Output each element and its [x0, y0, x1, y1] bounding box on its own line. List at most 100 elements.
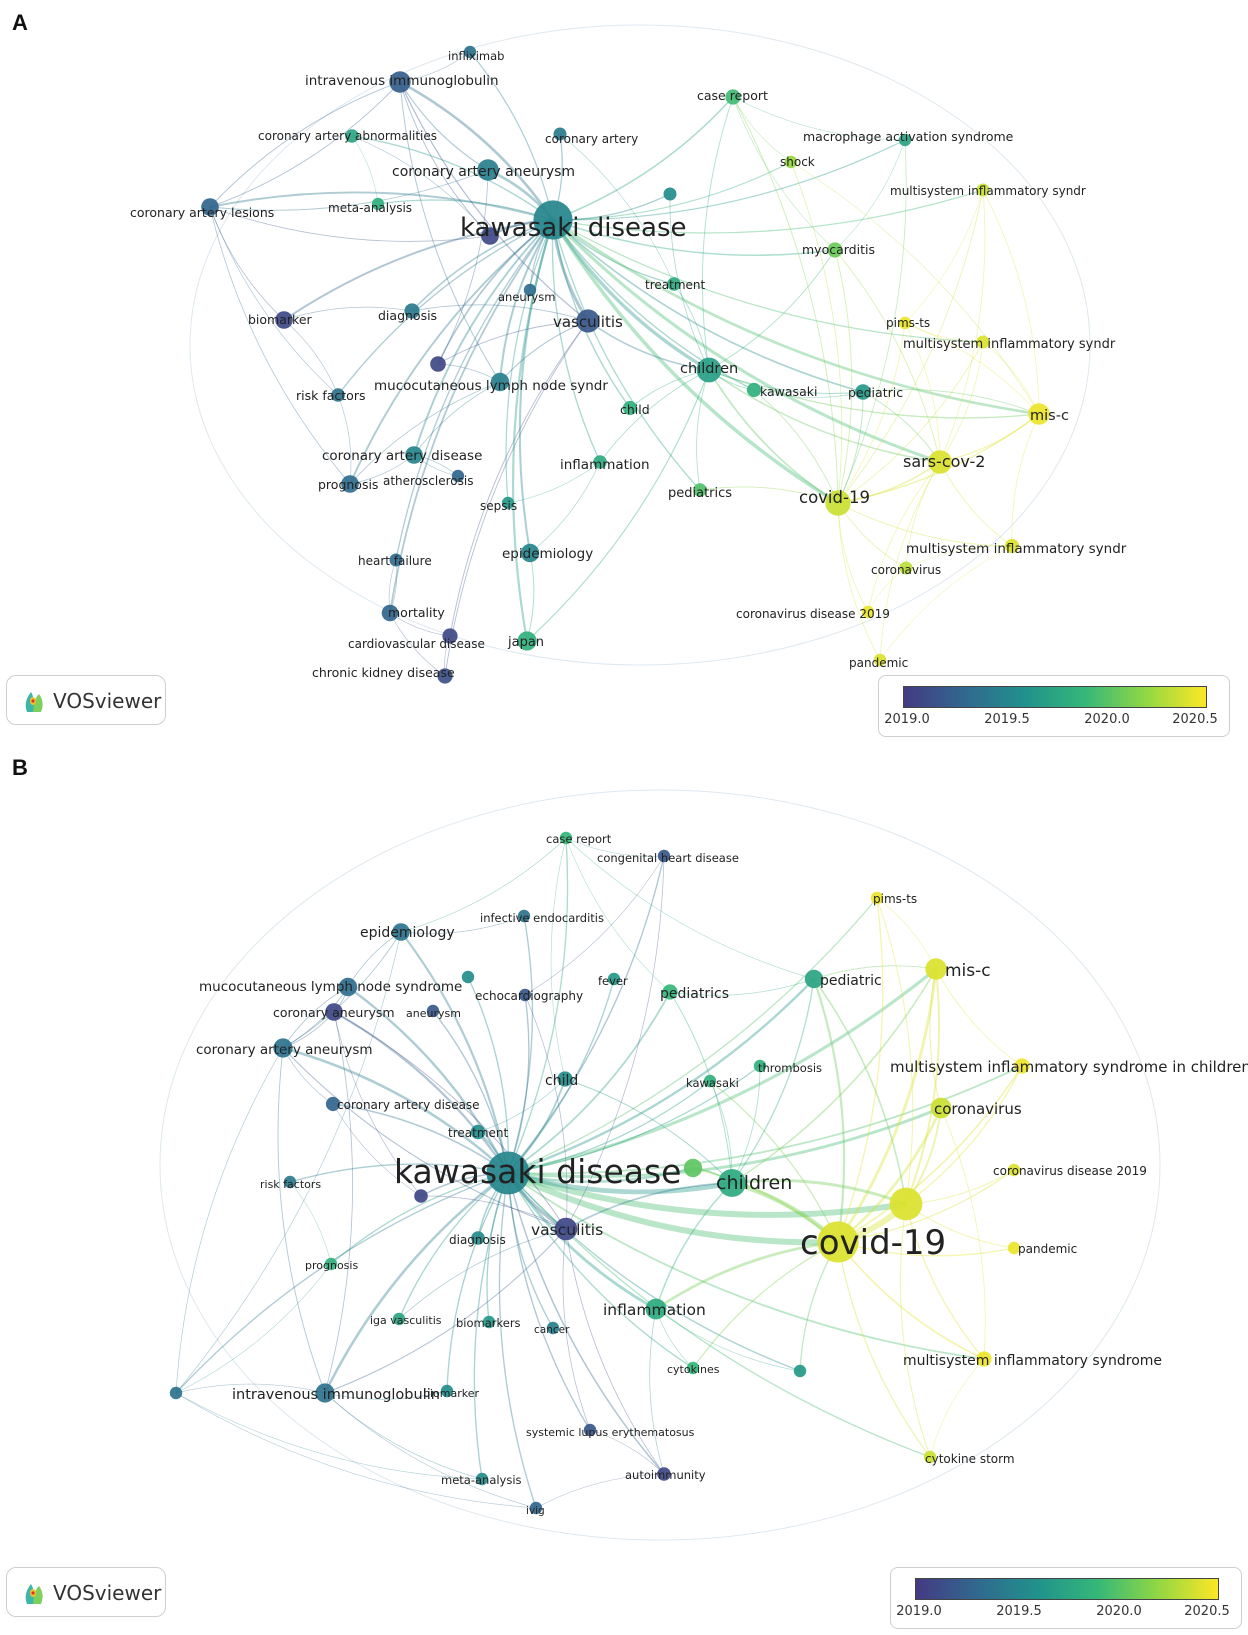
node-thromb[interactable]: [753, 1059, 767, 1073]
node-misc[interactable]: [925, 958, 947, 980]
node-japan[interactable]: [517, 631, 537, 651]
node-peds[interactable]: [662, 984, 678, 1000]
node-sars[interactable]: [928, 450, 952, 474]
node-label: cytokine storm: [925, 1452, 1015, 1466]
node-cvd[interactable]: [442, 628, 458, 644]
node-peds[interactable]: [693, 483, 707, 497]
node-coran[interactable]: [325, 1003, 343, 1021]
node-child[interactable]: [622, 400, 638, 416]
node-infl[interactable]: [645, 1298, 667, 1320]
node-pediatric[interactable]: [855, 384, 871, 400]
node-mas[interactable]: [898, 133, 912, 147]
node-mis2[interactable]: [976, 335, 990, 349]
node-ivig2[interactable]: [529, 1501, 543, 1515]
node-children[interactable]: [718, 1169, 746, 1197]
node-ckd[interactable]: [437, 668, 453, 684]
node-caab[interactable]: [345, 129, 359, 143]
node-echo[interactable]: [518, 988, 532, 1002]
node-mort[interactable]: [381, 604, 399, 622]
node-biomk[interactable]: [482, 1315, 496, 1329]
node-mlns[interactable]: [338, 977, 358, 997]
node-mis[interactable]: [976, 1351, 992, 1367]
node-epid[interactable]: [392, 923, 410, 941]
node-mis_ch[interactable]: [1014, 1058, 1030, 1074]
node-pandemic[interactable]: [873, 653, 887, 667]
node-corona[interactable]: [899, 561, 913, 575]
node-risk[interactable]: [331, 388, 345, 402]
node-caserep[interactable]: [725, 89, 741, 105]
node-myo[interactable]: [827, 242, 843, 258]
node-covid[interactable]: [825, 490, 851, 516]
node-inflix[interactable]: [463, 45, 477, 59]
node-storm[interactable]: [923, 1450, 937, 1464]
node-aneur[interactable]: [426, 1004, 440, 1018]
node-corona[interactable]: [930, 1097, 952, 1119]
node-caa[interactable]: [273, 1038, 293, 1058]
node-prog[interactable]: [341, 475, 359, 493]
node-cd2019[interactable]: [1007, 1163, 1021, 1177]
node-ie[interactable]: [517, 909, 531, 923]
node-child[interactable]: [557, 1071, 573, 1087]
node-prog[interactable]: [324, 1257, 338, 1271]
node-risk[interactable]: [283, 1175, 297, 1189]
node-biom[interactable]: [440, 1384, 454, 1398]
node-kd[interactable]: [486, 1151, 530, 1195]
node-diag[interactable]: [471, 1231, 485, 1245]
node-vasc[interactable]: [576, 309, 600, 333]
node-epid[interactable]: [520, 543, 540, 563]
node-iga[interactable]: [392, 1312, 406, 1326]
node-treat[interactable]: [470, 1124, 486, 1140]
node-cal[interactable]: [201, 198, 219, 216]
node-sle[interactable]: [583, 1423, 597, 1437]
node-u2[interactable]: [481, 227, 499, 245]
node-cytok[interactable]: [686, 1361, 700, 1375]
node-fever[interactable]: [607, 972, 621, 986]
node-mlns[interactable]: [490, 372, 510, 392]
node-hf[interactable]: [389, 553, 403, 567]
node-pandemic[interactable]: [1007, 1241, 1021, 1255]
edge-link: [834, 139, 906, 251]
node-auto[interactable]: [657, 1467, 671, 1481]
node-u3[interactable]: [663, 187, 677, 201]
node-mis1[interactable]: [976, 183, 990, 197]
node-cancer[interactable]: [546, 1321, 560, 1335]
node-covid[interactable]: [817, 1221, 859, 1263]
node-u1[interactable]: [683, 1158, 703, 1178]
node-u3[interactable]: [461, 970, 475, 984]
node-ather[interactable]: [451, 469, 465, 483]
node-cad[interactable]: [405, 446, 423, 464]
node-u1[interactable]: [430, 356, 446, 372]
node-biom[interactable]: [275, 311, 293, 329]
node-diag[interactable]: [404, 303, 420, 319]
node-children[interactable]: [696, 357, 722, 383]
node-kd[interactable]: [533, 200, 573, 240]
node-aneur[interactable]: [523, 283, 537, 297]
node-kawasaki[interactable]: [703, 1074, 717, 1088]
node-cd2019[interactable]: [861, 605, 875, 619]
node-u5[interactable]: [414, 1189, 428, 1203]
node-big2[interactable]: [889, 1187, 923, 1221]
node-meta[interactable]: [371, 197, 385, 211]
node-caa[interactable]: [477, 159, 499, 181]
node-kawasaki[interactable]: [746, 382, 762, 398]
node-misc[interactable]: [1028, 403, 1050, 425]
node-infl[interactable]: [593, 455, 607, 469]
node-meta[interactable]: [475, 1472, 489, 1486]
node-ivig[interactable]: [315, 1383, 335, 1403]
node-u2[interactable]: [169, 1386, 183, 1400]
node-treat[interactable]: [667, 277, 681, 291]
node-u4[interactable]: [793, 1364, 807, 1378]
node-mis3[interactable]: [1004, 538, 1020, 554]
node-chd[interactable]: [657, 849, 671, 863]
node-caserep[interactable]: [559, 831, 573, 845]
node-vasc[interactable]: [554, 1217, 578, 1241]
node-cad[interactable]: [325, 1096, 341, 1112]
node-shock[interactable]: [784, 155, 798, 169]
node-pediatric[interactable]: [804, 969, 824, 989]
node-pims[interactable]: [898, 316, 912, 330]
node-ca[interactable]: [553, 127, 567, 141]
node-pims[interactable]: [870, 891, 884, 905]
node-sepsis[interactable]: [501, 496, 515, 510]
node-ivig[interactable]: [389, 71, 411, 93]
edge-link: [377, 199, 554, 221]
